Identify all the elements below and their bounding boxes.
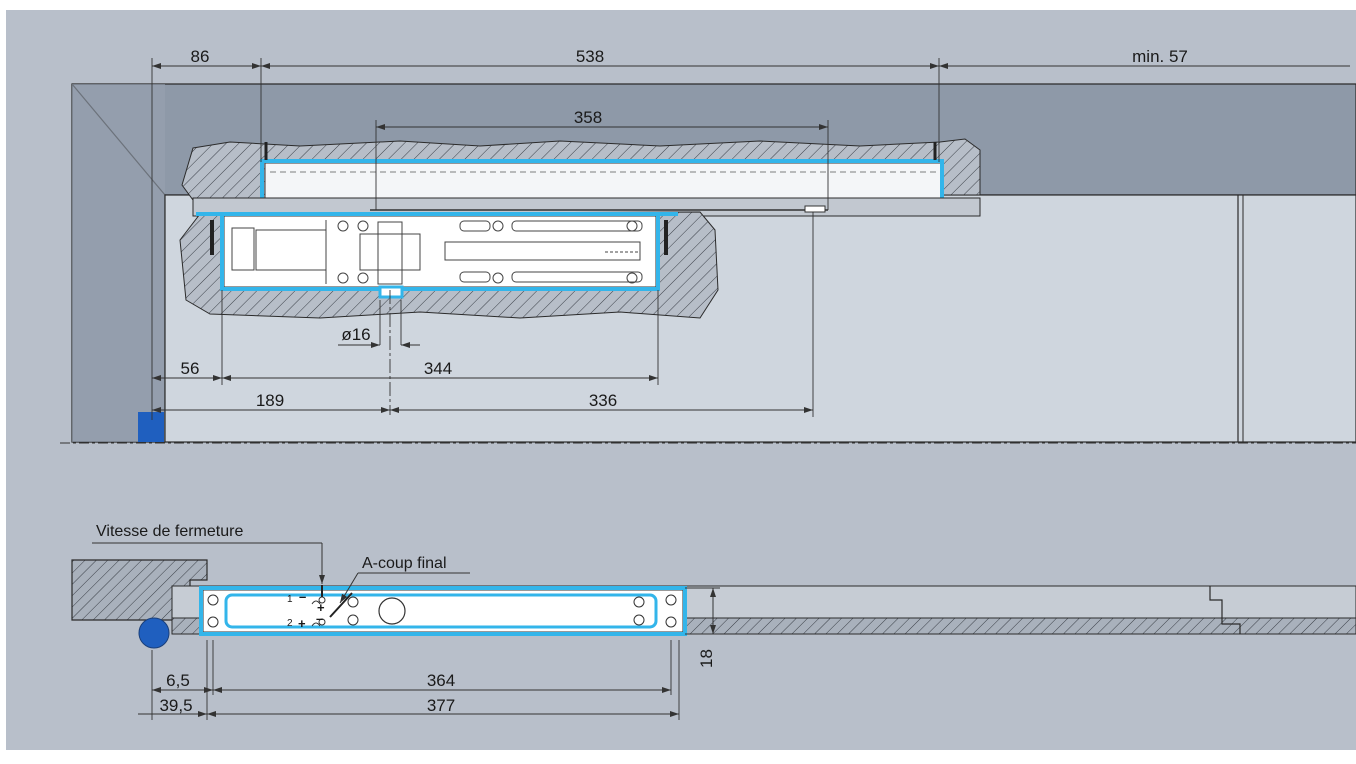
valve-2-plus: +	[298, 616, 306, 631]
dim-39-5-label: 39,5	[159, 696, 192, 715]
plate-screw-icon	[665, 616, 677, 628]
pinion-hole-icon	[378, 597, 406, 625]
slide-rail	[264, 162, 942, 202]
dim-39-5-377: 39,5 377	[138, 696, 679, 717]
dim-336-label: 336	[589, 391, 617, 410]
valve-1-label: 1	[287, 594, 293, 605]
valve-2-minus: –	[316, 611, 323, 626]
dim-538: 538	[261, 47, 940, 162]
dim-86-label: 86	[191, 47, 210, 66]
dim-16-label: ø16	[341, 325, 370, 344]
dim-358: 358	[375, 108, 829, 210]
closing-speed-label: Vitesse de fermeture	[96, 523, 243, 540]
dim-189-label: 189	[256, 391, 284, 410]
label-closing-speed: Vitesse de fermeture	[92, 523, 325, 584]
dim-18: 18	[685, 587, 720, 668]
dim-86: 86	[151, 47, 262, 420]
valve-1-minus: –	[299, 589, 306, 604]
dim-6-5-label: 6,5	[166, 671, 190, 690]
dim-344-label: 344	[424, 359, 452, 378]
valve-2-label: 2	[287, 618, 293, 629]
dim-6-5-364: 6,5 364	[152, 671, 671, 693]
latching-label: A-coup final	[362, 555, 447, 572]
pivot-top-view	[138, 412, 164, 442]
dim-358-label: 358	[574, 108, 602, 127]
dim-538-label: 538	[576, 47, 604, 66]
plate-screw-icon	[207, 594, 219, 606]
dim-min57-label: min. 57	[1132, 47, 1188, 66]
dim-377-label: 377	[427, 696, 455, 715]
valve-1-plus: +	[317, 600, 325, 615]
cover-plate-highlight	[199, 586, 687, 636]
dim-56-label: 56	[181, 359, 200, 378]
dim-189-336: 189 336	[152, 212, 814, 417]
dim-18-label: 18	[697, 649, 716, 668]
valve-adjust-icon	[311, 585, 353, 627]
pivot-circle	[138, 617, 170, 649]
dim-56-344: 56 344	[152, 290, 659, 385]
plate-screw-icon	[665, 594, 677, 606]
dim-16: ø16	[338, 325, 420, 348]
dim-min57: min. 57	[939, 47, 1350, 69]
label-latching: A-coup final	[339, 555, 470, 604]
plate-screw-icon	[207, 616, 219, 628]
dim-364-label: 364	[427, 671, 455, 690]
